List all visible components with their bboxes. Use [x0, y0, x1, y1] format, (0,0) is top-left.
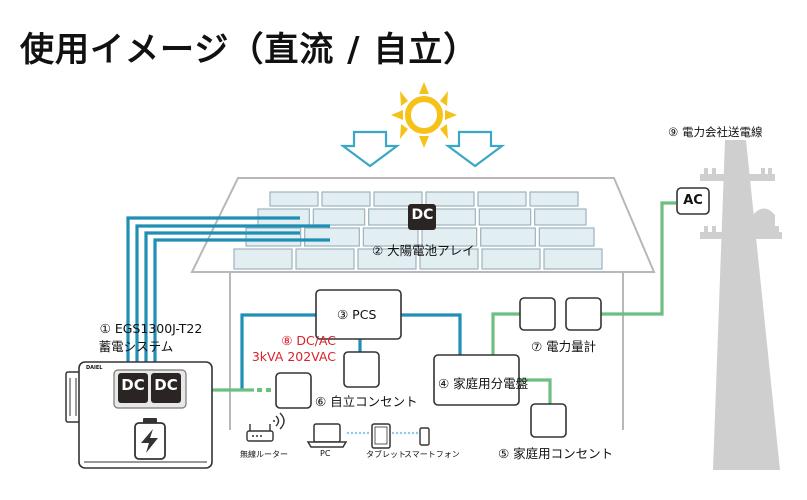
wireless-dot — [407, 431, 411, 435]
pcs-box — [315, 289, 402, 340]
dc-wiring — [126, 216, 462, 390]
power-line-label: ⑨ 電力会社送電線 — [668, 125, 763, 139]
storage-brand: DAIEL — [86, 365, 103, 371]
solar-panel-cell — [321, 191, 371, 207]
power-meter-label: ⑦ 電力量計 — [531, 339, 597, 354]
solar-panel-cell — [480, 227, 536, 247]
wireless-dot — [362, 431, 366, 435]
tablet-label: タブレット — [366, 450, 406, 459]
router-icon — [246, 424, 274, 442]
pole-ac-badge: AC — [683, 193, 703, 208]
storage-dc-badge-1: DC — [121, 376, 145, 394]
sunlight-arrow-right — [444, 130, 506, 168]
router-label: 無線ルーター — [240, 450, 288, 459]
solar-array-label: ② 大陽電池アレイ — [372, 243, 475, 258]
wireless-dot — [411, 431, 415, 435]
solar-panel-cell — [373, 191, 423, 207]
solar-panel-cell — [534, 208, 587, 226]
wireless-dot — [350, 431, 354, 435]
wireless-dot — [415, 431, 419, 435]
autonomous-outlet-box — [275, 372, 312, 409]
solar-panel-cell — [233, 248, 293, 270]
wifi-icon — [273, 412, 285, 430]
roof-dc-badge: DC — [411, 207, 434, 223]
storage-dc-badge-2: DC — [154, 376, 178, 394]
wireless-dot — [395, 431, 399, 435]
solar-panel-cell — [538, 227, 595, 247]
dcac-label-line1: ⑧ DC/AC — [281, 333, 336, 348]
distribution-board-label: ④ 家庭用分電盤 — [438, 376, 529, 391]
smartphone-label: スマートフォン — [404, 450, 460, 459]
dcac-label-line2: 3kVA 202VAC — [251, 349, 336, 364]
solar-panel-cell — [478, 208, 532, 226]
solar-panel-cell — [269, 191, 319, 207]
solar-panel-cell — [362, 227, 419, 247]
page-title: 使用イメージ（直流 / 自立） — [20, 30, 479, 70]
wireless-dotted-lines — [346, 431, 419, 435]
solar-panel-cell — [295, 248, 355, 270]
solar-panel-cell — [481, 248, 541, 270]
ac-dashed-line — [257, 388, 271, 392]
solar-panel-cell — [421, 227, 478, 247]
storage-name-label: 蓄電システム — [98, 339, 174, 354]
sunlight-arrow-left — [339, 130, 401, 168]
battery-icon — [134, 418, 166, 460]
solar-panel-cell — [357, 248, 417, 270]
power-meter-box-2 — [565, 297, 602, 331]
smartphone-icon — [419, 427, 430, 446]
solar-panel-cell — [477, 191, 527, 207]
solar-panel-cell — [245, 227, 302, 247]
solar-panel-cell — [312, 208, 366, 226]
roof-dc-badge-bg — [408, 204, 436, 230]
home-outlet-label: ⑤ 家庭用コンセント — [498, 446, 614, 461]
solar-panel-cell — [543, 248, 603, 270]
utility-pole-icon — [676, 140, 782, 470]
solar-panel-cell — [419, 248, 479, 270]
laptop-icon — [306, 423, 348, 448]
solar-panel-cell — [529, 191, 579, 207]
solar-panel-cell — [425, 191, 475, 207]
solar-panel-cell — [304, 227, 360, 247]
pcs-label: ③ PCS — [337, 307, 377, 322]
wireless-dot — [346, 431, 350, 435]
wireless-dot — [399, 431, 403, 435]
tablet-icon — [371, 423, 391, 449]
storage-model-label: ① EGS1300J-T22 — [99, 321, 203, 336]
wireless-dot — [391, 431, 395, 435]
sun-icon — [391, 82, 457, 148]
house-wall — [229, 272, 624, 430]
wireless-dot — [403, 431, 407, 435]
solar-panel-icon — [233, 191, 603, 270]
power-meter-box-1 — [519, 297, 556, 331]
pc-label: PC — [320, 449, 331, 458]
wireless-dot — [354, 431, 358, 435]
autonomous-outlet-label: ⑥ 自立コンセント — [315, 394, 418, 409]
storage-unit — [65, 361, 213, 469]
wireless-dot — [366, 431, 370, 435]
wireless-dot — [358, 431, 362, 435]
pcs-outlet-box — [343, 351, 380, 388]
home-outlet-box — [530, 403, 567, 438]
distribution-board-box — [433, 354, 520, 406]
